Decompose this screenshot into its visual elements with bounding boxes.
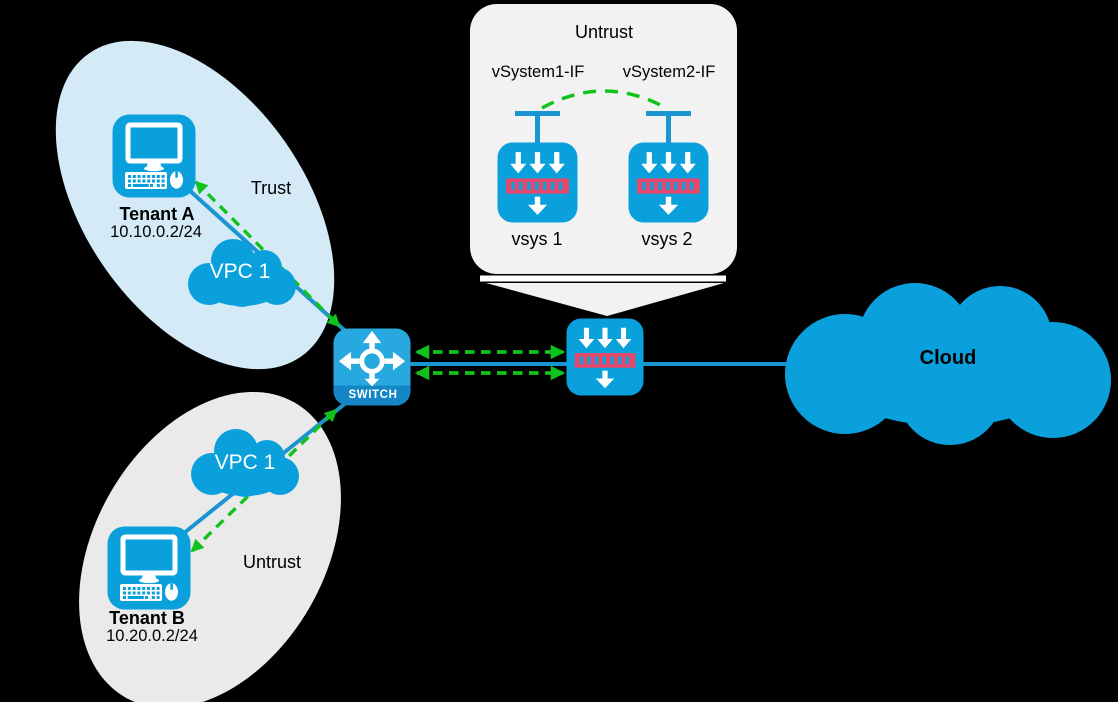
tenant-a-zone-ellipse — [55, 40, 335, 370]
switch-label: SWITCH — [348, 389, 398, 401]
callout-pointer-gap — [480, 275, 726, 282]
cloud-shape — [785, 283, 1111, 445]
vsystem1-if-label: vSystem1-IF — [491, 63, 585, 81]
untrust-zone-label: Untrust — [242, 552, 302, 572]
traffic-vsys-arc — [541, 89, 667, 110]
tenant-b-ip: 10.20.0.2/24 — [106, 627, 198, 645]
tenant-a-computer-icon — [113, 115, 196, 198]
trust-zone-label: Trust — [250, 178, 292, 198]
traffic-arrows — [190, 89, 667, 553]
tenant-a-ip: 10.10.0.2/24 — [110, 223, 202, 241]
vsys2-label: vsys 2 — [641, 229, 693, 249]
tenant-a-name: Tenant A — [119, 204, 195, 224]
untrust-callout-box — [470, 4, 737, 274]
vsystem2-if-label: vSystem2-IF — [622, 63, 716, 81]
vsys1-icon — [497, 142, 578, 223]
vsystem1-interface-symbol — [515, 111, 560, 144]
vsystem2-interface-symbol — [646, 111, 691, 144]
callout-pointer — [486, 283, 724, 316]
vsys2-icon — [628, 142, 709, 223]
vpc-b-label: VPC 1 — [214, 451, 276, 474]
cloud-label: Cloud — [919, 347, 977, 369]
callout-zone-title: Untrust — [574, 22, 634, 42]
tenant-b-name: Tenant B — [109, 608, 185, 628]
firewall-icon — [566, 318, 644, 396]
vsys1-label: vsys 1 — [511, 229, 563, 249]
tenant-b-computer-icon — [108, 527, 191, 610]
vpc-a-label: VPC 1 — [209, 260, 271, 283]
